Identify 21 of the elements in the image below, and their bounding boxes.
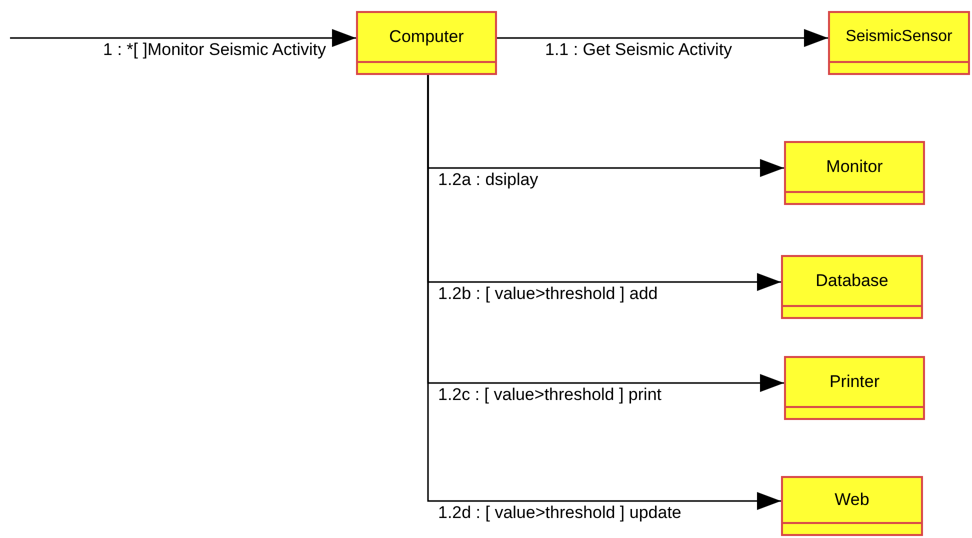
class-name: Web (834, 490, 870, 510)
class-name: Database (816, 271, 888, 291)
class-name: Computer (389, 27, 464, 47)
class-box (781, 476, 923, 536)
message-label: 1.2b : [ value>threshold ] add (438, 284, 658, 304)
message-label: 1 : *[ ]Monitor Seismic Activity (103, 40, 326, 60)
message-arrow (10, 29, 356, 47)
message-arrow (427, 75, 781, 510)
message-label: 1.2a : dsiplay (438, 170, 538, 190)
message-label: 1.1 : Get Seismic Activity (545, 40, 732, 60)
class-name: SeismicSensor (846, 28, 952, 46)
class-name: Monitor (826, 157, 883, 177)
class-box (781, 255, 923, 319)
message-label: 1.2c : [ value>threshold ] print (438, 385, 662, 405)
class-box (356, 11, 497, 75)
message-arrow (497, 29, 828, 47)
message-label: 1.2d : [ value>threshold ] update (438, 503, 682, 523)
class-box (784, 141, 925, 205)
class-box (784, 356, 925, 420)
class-name: Printer (829, 372, 880, 392)
class-box (828, 11, 970, 75)
